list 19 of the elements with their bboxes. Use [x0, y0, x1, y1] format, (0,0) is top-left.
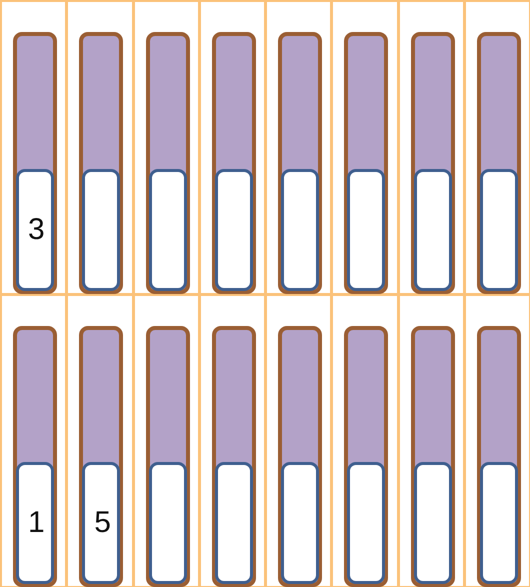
label-box: [82, 168, 120, 290]
label-box: [148, 168, 186, 290]
label-box: [281, 462, 319, 584]
number-text: 1: [28, 506, 45, 540]
label-box: [148, 462, 186, 584]
label-box: [82, 462, 120, 584]
label-box: [414, 462, 452, 584]
label-box: [16, 168, 54, 290]
number-text: 3: [28, 212, 45, 246]
label-box: [414, 168, 452, 290]
label-box: [281, 168, 319, 290]
number-text: 5: [94, 506, 111, 540]
label-box: [480, 168, 518, 290]
label-box: [214, 462, 253, 584]
label-box: [347, 462, 386, 584]
label-box: [16, 462, 54, 584]
label-box: [214, 168, 253, 290]
label-box: [480, 462, 518, 584]
label-box: [347, 168, 386, 290]
